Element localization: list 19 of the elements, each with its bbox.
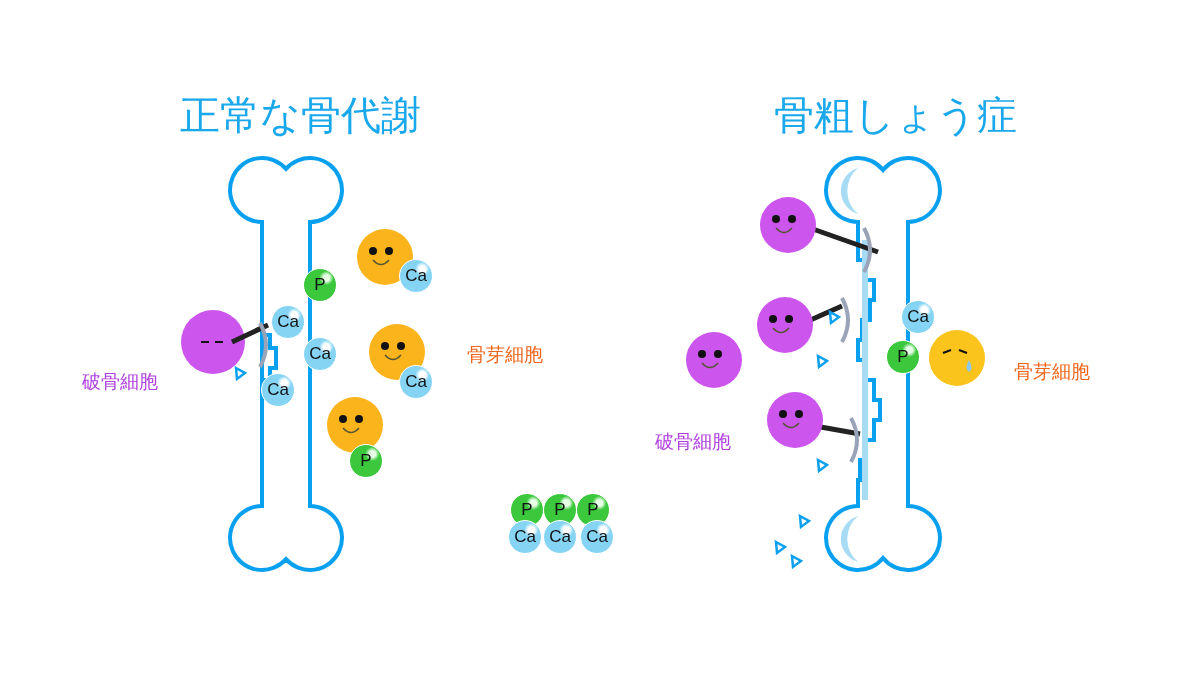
title-text: 正常な骨代謝 (179, 90, 421, 140)
phosphorus-ball: P (349, 444, 383, 478)
calcium-ball: Ca (303, 337, 337, 371)
calcium-ball: Ca (271, 305, 305, 339)
calcium-ball: Ca (261, 373, 295, 407)
calcium-ball: Ca (901, 300, 935, 334)
cell-label: 骨芽細胞 (1014, 359, 1090, 384)
cell-label: 骨芽細胞 (467, 342, 543, 367)
calcium-ball: Ca (580, 520, 614, 554)
title-text: 骨粗しょう症 (773, 90, 1017, 140)
phosphorus-ball: P (303, 268, 337, 302)
calcium-ball: Ca (399, 259, 433, 293)
calcium-ball: Ca (543, 520, 577, 554)
cell-label: 破骨細胞 (82, 369, 158, 394)
phosphorus-ball: P (886, 340, 920, 374)
calcium-ball: Ca (399, 365, 433, 399)
calcium-ball: Ca (508, 520, 542, 554)
phosphorus-ball: P (576, 493, 610, 527)
cell-label: 破骨細胞 (655, 429, 731, 454)
